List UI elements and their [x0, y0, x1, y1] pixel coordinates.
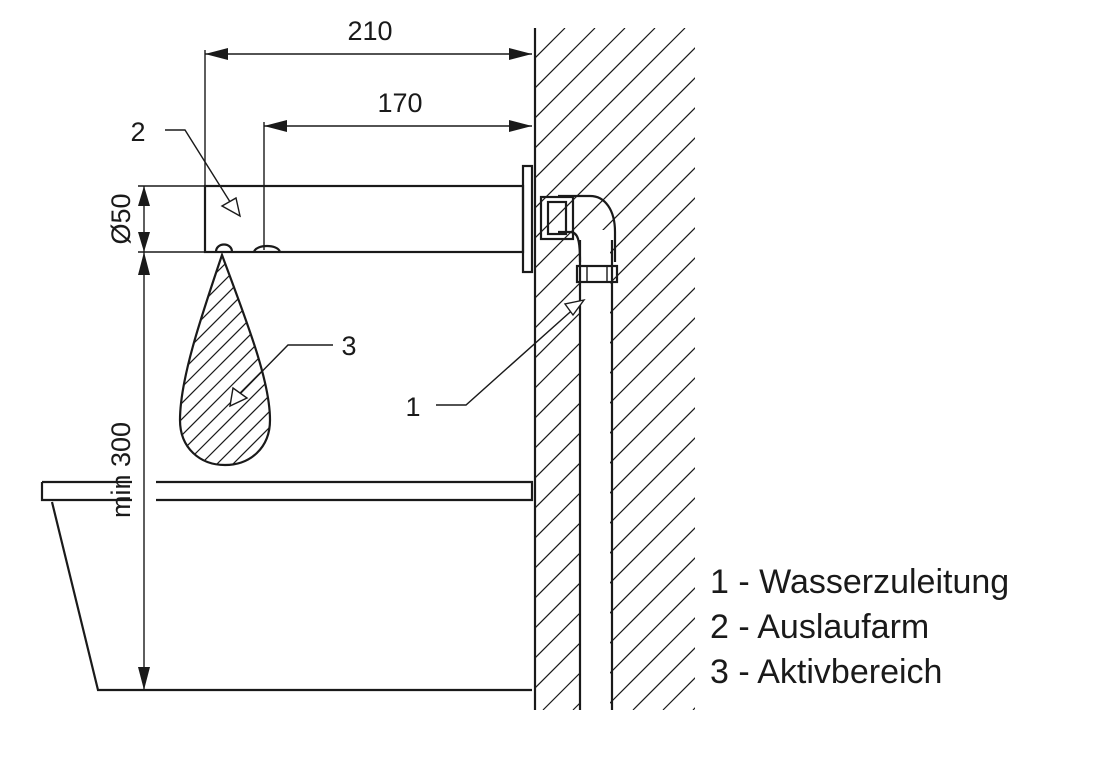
water-supply-pipe — [539, 194, 619, 710]
legend-item-1: 1 - Wasserzuleitung — [710, 563, 1010, 601]
callout-1: 1 — [405, 392, 420, 422]
legend-item-3: 3 - Aktivbereich — [710, 653, 943, 691]
dim-diameter: Ø50 — [106, 193, 136, 244]
dim-arm-length: 170 — [377, 88, 422, 118]
callout-3: 3 — [341, 331, 356, 361]
dim-total-length: 210 — [347, 16, 392, 46]
spout-arm — [203, 164, 534, 274]
dimension-lines — [138, 48, 532, 690]
legend-item-2: 2 - Auslaufarm — [710, 608, 930, 646]
dim-min-height: min 300 — [106, 422, 136, 518]
legend: 1 - Wasserzuleitung 2 - Auslaufarm 3 - A… — [710, 560, 1009, 695]
wash-basin — [40, 480, 534, 692]
callout-leaders — [165, 129, 586, 408]
callout-2: 2 — [130, 117, 145, 147]
